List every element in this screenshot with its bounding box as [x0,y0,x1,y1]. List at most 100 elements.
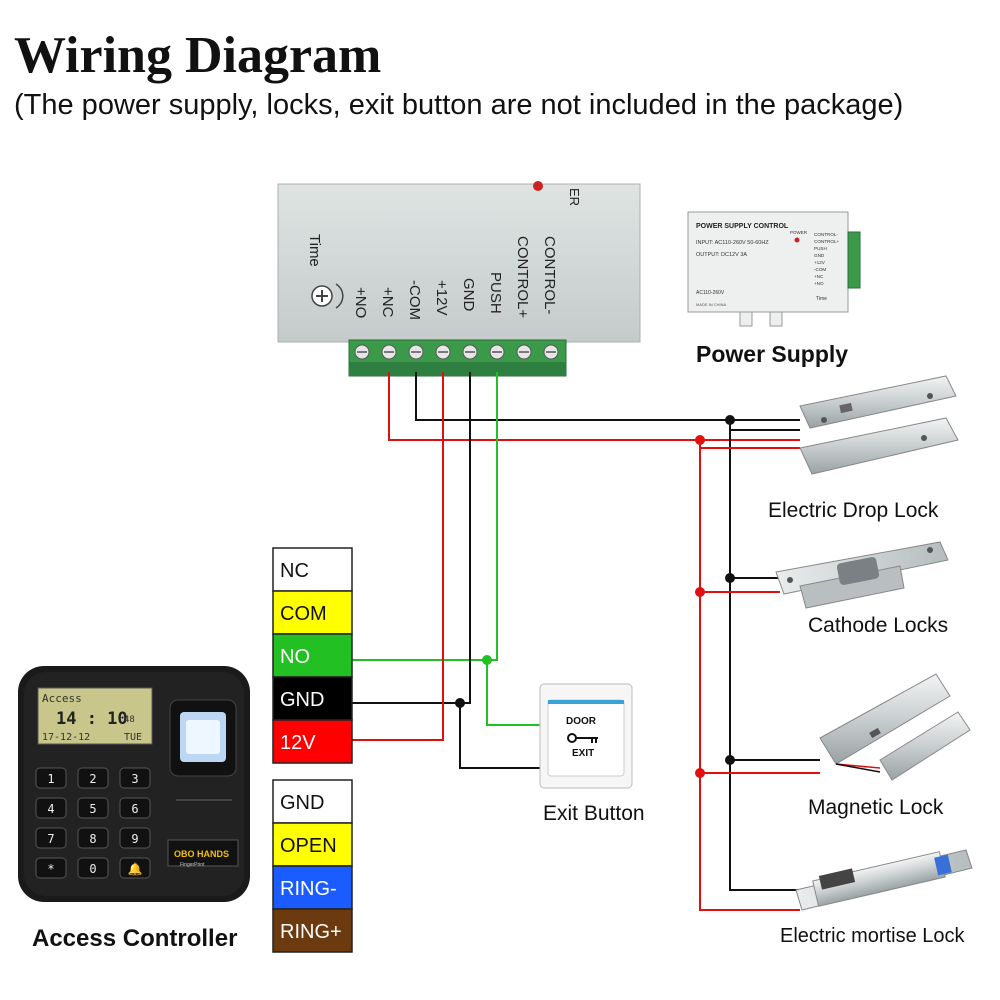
keypad-key-label: 5 [89,802,96,816]
lcd-seconds: 48 [124,715,135,725]
lcd-time: 14 : 10 [56,709,128,729]
terminal-label: 12V [280,732,316,754]
terminal-cell [272,633,353,678]
keypad-key-label: 6 [131,802,138,816]
fingerprint-sensor-icon [169,699,237,777]
keypad-key-label: 🔔 [128,862,143,876]
thumb-range: AC110-260V [696,290,725,296]
keypad-key[interactable] [119,797,151,819]
keypad-key-label: 7 [47,832,54,846]
box-terminal-label: CONTROL- [541,236,558,314]
terminal-cell [272,908,353,953]
keypad-key[interactable] [35,827,67,849]
keypad-key-label: 2 [89,772,96,786]
keypad-key[interactable] [35,797,67,819]
keypad-key-label: 8 [89,832,96,846]
lcd-date: 17-12-12 [42,732,90,743]
terminal-cell [272,547,353,592]
controller-terminal-group-1: NC COM NO GND 12V [272,547,353,764]
key-icon [567,733,598,743]
keypad-key[interactable] [77,767,109,789]
keypad-key-label: 3 [131,772,138,786]
power-supply-box: ER Time +NO +NC -COM +12V GND PUSH CONTR… [277,181,641,377]
keypad-key[interactable] [77,857,109,879]
terminal-label: RING+ [280,921,342,943]
lock-label: Electric Drop Lock [768,499,939,522]
thumb-terminal: +NC [814,274,824,279]
terminal-label: RING- [280,878,337,900]
box-terminal-label: +NC [379,287,396,318]
wire-black-com [415,372,800,421]
exit-button-device: DOOR EXIT [539,683,633,789]
box-terminal-label: PUSH [487,272,504,314]
terminal-label: COM [280,603,327,625]
page-subtitle: (The power supply, locks, exit button ar… [14,89,904,121]
power-supply-thumbnail: POWER SUPPLY CONTROL INPUT: AC110-260V 5… [687,211,861,327]
terminal-cell [272,676,353,721]
thumb-terminal: GND [814,253,825,258]
keypad-key-label: 0 [89,862,96,876]
keypad-key[interactable] [119,827,151,849]
keypad-key-label: * [47,862,54,876]
thumb-time: Time [816,296,827,302]
terminal-label: GND [280,792,324,814]
lock-label: Electric mortise Lock [780,925,965,947]
keypad-key[interactable] [77,827,109,849]
exit-button-exit-text: EXIT [572,748,594,759]
wire-black-bus [729,420,800,891]
lcd-line1: Access [42,692,82,705]
wire-green-exit [486,660,540,726]
keypad-key[interactable] [119,857,151,879]
terminal-label: NO [280,646,310,668]
keypad-key[interactable] [35,857,67,879]
box-partial-label: ER [567,188,582,206]
thumb-input: INPUT: AC110-260V 50-60HZ [696,240,769,246]
lock-label: Cathode Locks [808,614,948,637]
box-terminal-label: +NO [352,287,369,318]
terminal-label: OPEN [280,835,337,857]
terminal-cell [272,822,353,867]
wire-green-push [352,372,498,661]
cathode-lock-device [775,541,949,609]
electric-mortise-lock-device [795,849,973,911]
time-knob-icon [311,283,344,309]
box-terminal-label: CONTROL+ [514,236,531,318]
electric-drop-lock-device [799,375,959,475]
terminal-cell [272,779,353,824]
access-controller-device: Access 14 : 10 48 17-12-12 TUE OBO HANDS… [18,666,250,902]
terminal-block [348,339,567,377]
terminal-cell [272,590,353,635]
exit-button-label: Exit Button [543,802,645,825]
lcd-screen [37,687,153,745]
keypad-key[interactable] [119,767,151,789]
box-time-label: Time [306,234,323,267]
brand-sub-label: FingerPrint [180,862,205,868]
wire-red-nc [388,372,800,441]
terminal-label: GND [280,689,324,711]
exit-button-door-text: DOOR [566,716,597,727]
thumb-terminal: -COM [814,267,826,272]
page-title: Wiring Diagram [14,27,382,84]
keypad-key[interactable] [77,797,109,819]
thumb-title: POWER SUPPLY CONTROL [696,223,789,230]
junctions [455,415,735,778]
terminal-label: NC [280,560,309,582]
thumb-led-icon [794,237,800,243]
thumb-terminal: +12V [814,260,826,265]
thumb-terminal: PUSH [814,246,827,251]
thumb-terminal: CONTROL- [814,232,838,237]
controller-terminal-group-2: GND OPEN RING- RING+ [272,779,353,953]
terminal-cell [272,719,353,764]
keypad-key[interactable] [35,767,67,789]
keypad-key-label: 4 [47,802,54,816]
keypad-key-label: 9 [131,832,138,846]
thumb-output: OUTPUT: DC12V 3A [696,252,747,258]
thumb-power: POWER [790,230,808,235]
power-led-icon [533,181,543,191]
access-controller-label: Access Controller [32,925,237,952]
thumb-terminal: +NO [814,281,824,286]
wire-black-gnd [352,372,471,704]
lock-label: Magnetic Lock [808,796,944,819]
